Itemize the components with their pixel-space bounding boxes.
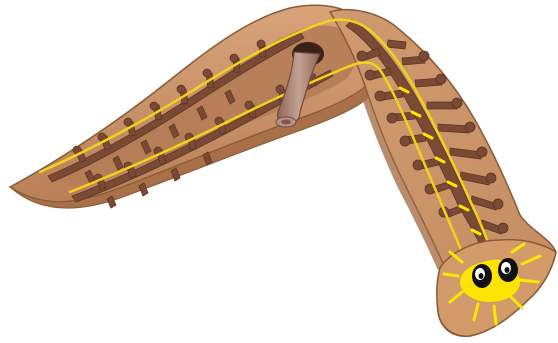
right-eyespot-icon: [498, 258, 518, 282]
left-eyespot-icon: [472, 264, 492, 288]
head: [437, 240, 556, 337]
